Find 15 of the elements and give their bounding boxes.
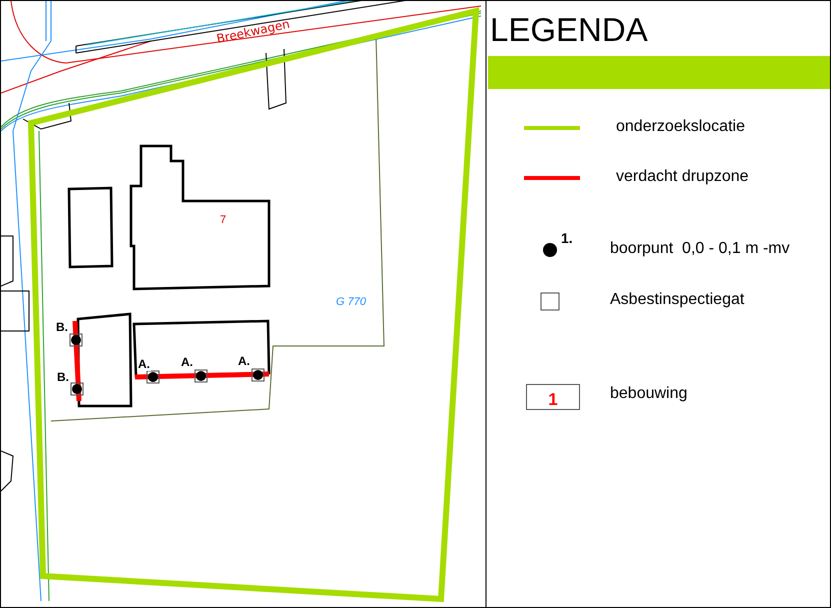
- building-number: 7: [220, 215, 226, 226]
- point-label: B.: [57, 371, 69, 383]
- building-number-sample: 1: [526, 384, 580, 410]
- legend-title: LEGENDA: [490, 13, 648, 46]
- point-label: A.: [238, 355, 250, 367]
- legend-text: boorpunt 0,0 - 0,1 m -mv: [610, 241, 790, 257]
- point-label: B.: [56, 321, 68, 333]
- legend-text: verdacht drupzone: [616, 169, 749, 185]
- legend-text: Asbestinspectiegat: [610, 292, 744, 308]
- point-label: A.: [181, 356, 193, 368]
- legend-sample-number: 1.: [561, 231, 573, 245]
- parcel-number: G 770: [336, 297, 366, 308]
- legend-text: onderzoekslocatie: [616, 119, 745, 135]
- legend-text: bebouwing: [610, 386, 688, 402]
- point-label: A.: [137, 357, 151, 371]
